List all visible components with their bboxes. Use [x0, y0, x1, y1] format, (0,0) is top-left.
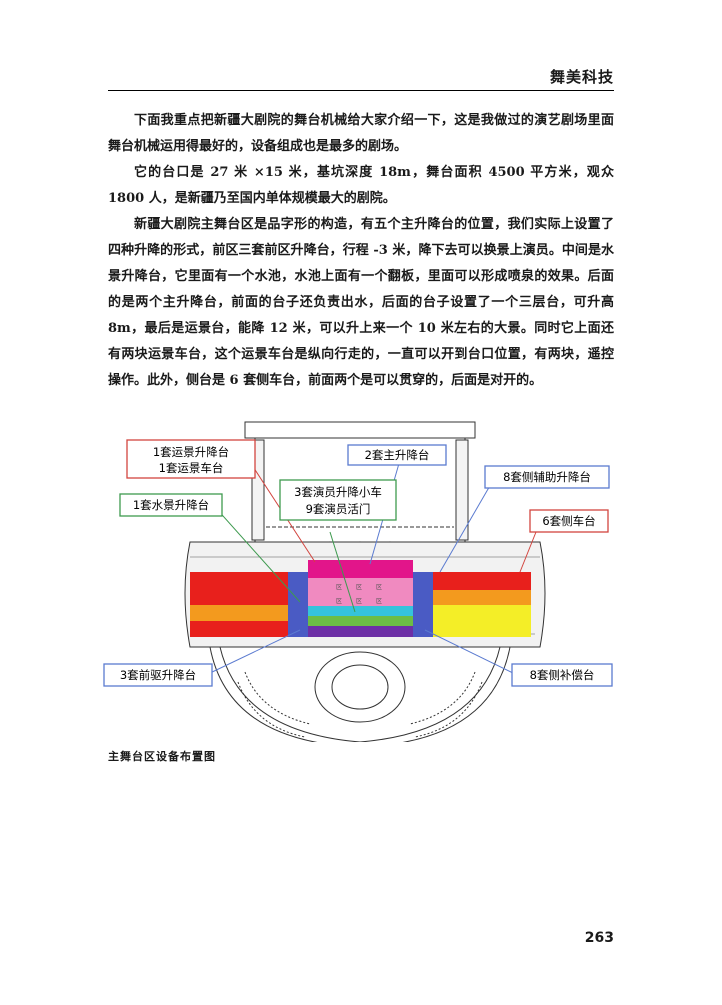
svg-text:区: 区 [376, 584, 382, 591]
callout-side-wagon: 6套侧车台 [529, 509, 609, 533]
side-compensation-strips [288, 572, 433, 637]
svg-text:1套运景升降台: 1套运景升降台 [153, 445, 229, 459]
stage-diagram: 区 区 区 区 区 区 [103, 421, 613, 742]
right-blue-strip [413, 572, 433, 637]
main-lift-1 [308, 578, 413, 592]
svg-text:3套前驱升降台: 3套前驱升降台 [120, 668, 196, 682]
leader-7 [207, 629, 301, 675]
svg-text:区: 区 [376, 598, 382, 605]
leader-5 [214, 506, 301, 603]
wagon-lift [308, 560, 413, 578]
callout-performer-lift: 3套演员升降小车 9套演员活门 [279, 479, 397, 521]
water-lift [308, 606, 413, 616]
cell-labels: 区 区 区 区 区 区 [336, 584, 382, 605]
main-lift-2 [308, 592, 413, 606]
svg-text:3套演员升降小车: 3套演员升降小车 [294, 485, 382, 499]
callout-front-lift: 3套前驱升降台 [103, 663, 213, 687]
callout-wagon-lift: 1套运景升降台 1套运景车台 [126, 439, 256, 479]
right-wagon-2 [433, 590, 531, 605]
paragraph-1: 下面我重点把新疆大剧院的舞台机械给大家介绍一下，这是我做过的演艺剧场里面舞台机械… [108, 113, 614, 154]
left-blue-strip [288, 572, 308, 637]
svg-text:8套侧辅助升降台: 8套侧辅助升降台 [503, 470, 591, 484]
svg-text:9套演员活门: 9套演员活门 [306, 502, 371, 516]
body-text: 下面我重点把新疆大剧院的舞台机械给大家介绍一下，这是我做过的演艺剧场里面舞台机械… [108, 108, 614, 394]
paragraph-2: 它的台口是 27 米 ×15 米，基坑深度 18m，舞台面积 4500 平方米，… [108, 165, 614, 206]
left-side-wagons [190, 572, 288, 637]
svg-text:区: 区 [356, 598, 362, 605]
leader-8 [424, 629, 516, 675]
left-wagon-3 [190, 605, 288, 621]
left-wagon-4 [190, 621, 288, 637]
front-lift-2 [308, 626, 413, 637]
svg-text:8套侧补偿台: 8套侧补偿台 [530, 668, 595, 682]
page-number: 263 [584, 930, 614, 946]
svg-text:1套运景车台: 1套运景车台 [159, 461, 224, 475]
svg-text:6套侧车台: 6套侧车台 [542, 514, 595, 528]
right-side-wagons [433, 572, 531, 637]
svg-text:1套水景升降台: 1套水景升降台 [133, 498, 209, 512]
svg-text:区: 区 [336, 584, 342, 591]
left-wagon-2 [190, 590, 288, 605]
svg-text:区: 区 [336, 598, 342, 605]
front-lift-1 [308, 616, 413, 626]
header-title: 舞美科技 [549, 68, 614, 86]
paragraph-3: 新疆大剧院主舞台区是品字形的构造，有五个主升降台的位置，我们实际上设置了四种升降… [108, 217, 614, 388]
right-wagon-1 [433, 572, 531, 590]
callout-side-aux-lift: 8套侧辅助升降台 [484, 465, 610, 489]
leader-3 [329, 531, 356, 613]
stage-layout-figure: 区 区 区 区 区 区 [100, 412, 618, 742]
callout-main-lift: 2套主升降台 [347, 444, 447, 466]
callout-water-lift: 1套水景升降台 [119, 493, 223, 517]
right-wagon-3 [433, 605, 531, 621]
right-wagon-4 [433, 621, 531, 637]
leader-4 [439, 476, 496, 573]
callout-side-compensation: 8套侧补偿台 [511, 663, 613, 687]
central-lifts [308, 560, 413, 637]
figure-caption: 主舞台区设备布置图 [108, 750, 216, 763]
auditorium [209, 646, 511, 742]
svg-text:2套主升降台: 2套主升降台 [365, 448, 430, 462]
leader-lines [207, 459, 541, 675]
header-rule [108, 90, 614, 91]
svg-text:区: 区 [356, 584, 362, 591]
callouts: 1套运景升降台 1套运景车台 2套主升降台 3套演员升降小车 9套演员活门 8套… [103, 439, 613, 687]
left-wagon-1 [190, 572, 288, 590]
